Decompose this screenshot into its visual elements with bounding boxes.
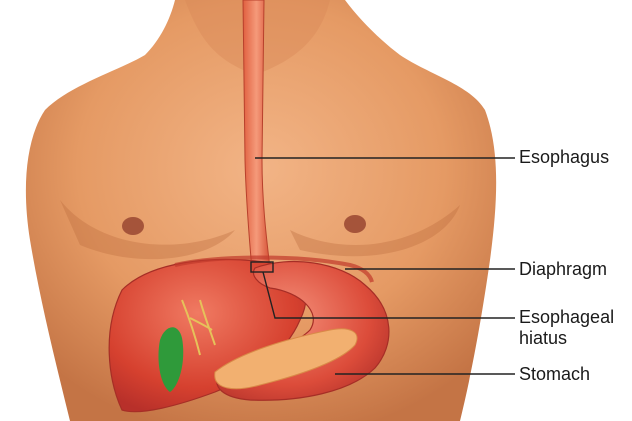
label-stomach: Stomach: [519, 364, 590, 385]
label-esophageal-hiatus-line1: Esophageal: [519, 307, 614, 328]
nipple-left: [122, 217, 144, 235]
nipple-right: [344, 215, 366, 233]
label-esophageal-hiatus-line2: hiatus: [519, 328, 614, 349]
label-diaphragm: Diaphragm: [519, 259, 607, 280]
label-esophageal-hiatus: Esophageal hiatus: [519, 307, 614, 349]
label-esophagus: Esophagus: [519, 147, 609, 168]
